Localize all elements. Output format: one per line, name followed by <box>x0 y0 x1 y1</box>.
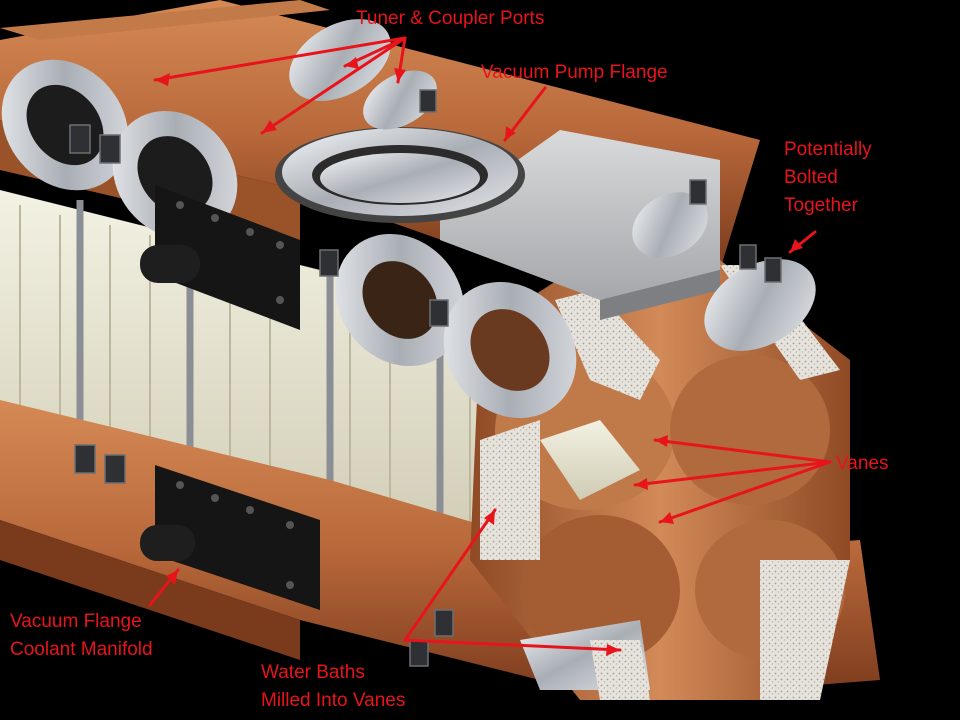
label-line: Vacuum Flange <box>10 611 142 632</box>
label-vacuum-flange-coolant-manifold: Vacuum Flange Coolant Manifold <box>10 608 153 664</box>
label-text: Vacuum Pump Flange <box>481 62 668 83</box>
label-line: Potentially <box>784 139 872 160</box>
hex-bolts <box>69 89 782 667</box>
label-line: Bolted <box>784 167 838 188</box>
label-text: Vanes <box>836 453 889 474</box>
label-vanes: Vanes <box>836 452 888 476</box>
label-vacuum-pump-flange: Vacuum Pump Flange <box>481 61 668 85</box>
label-line: Milled Into Vanes <box>261 690 406 711</box>
coolant-manifold-lower <box>140 465 320 610</box>
label-line: Together <box>784 195 858 216</box>
label-line: Water Baths <box>261 662 365 683</box>
arrow-heads <box>155 57 803 656</box>
label-water-baths: Water Baths Milled Into Vanes <box>261 659 405 715</box>
coolant-manifold-upper <box>140 185 300 330</box>
label-text: Tuner & Coupler Ports <box>356 8 545 29</box>
port-flanges <box>1 19 816 419</box>
label-line: Coolant Manifold <box>10 639 153 660</box>
label-potentially-bolted: Potentially Bolted Together <box>784 136 872 220</box>
label-tuner-coupler-ports: Tuner & Coupler Ports <box>356 7 544 31</box>
vacuum-pump-flange <box>275 127 525 223</box>
annotation-arrows <box>148 36 832 652</box>
